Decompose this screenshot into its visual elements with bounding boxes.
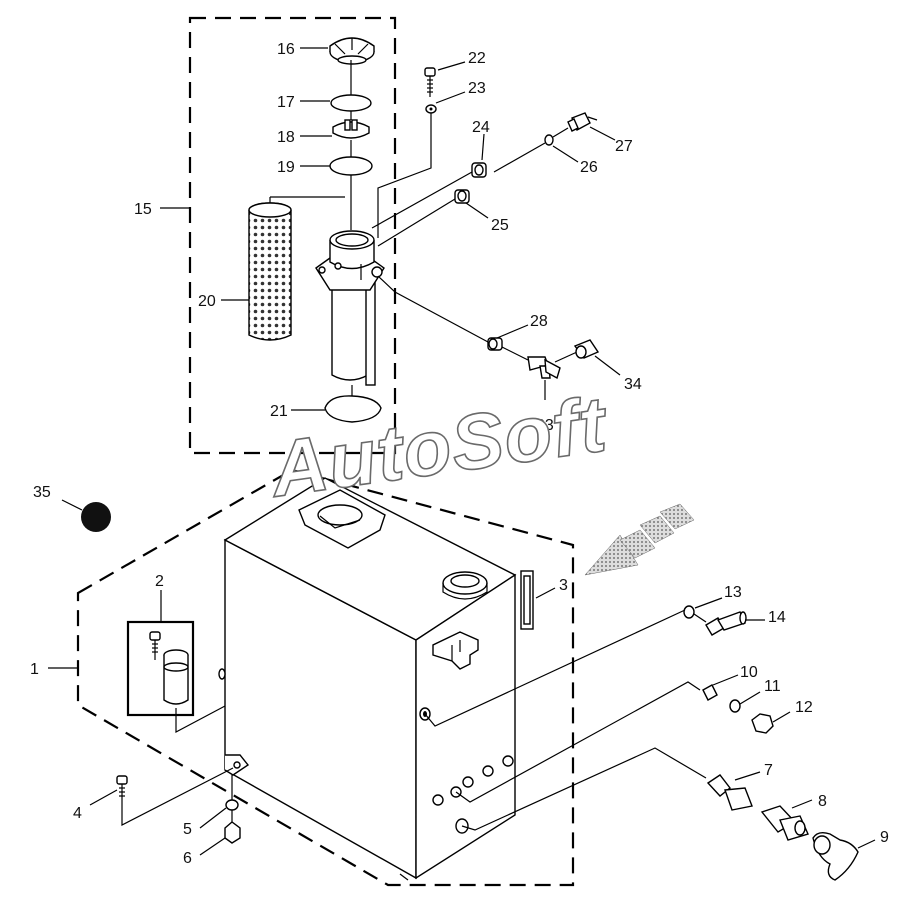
filter-element-part <box>248 196 345 341</box>
mount-nut-part <box>224 821 241 844</box>
callout-23: 23 <box>468 80 486 97</box>
callout-12: 12 <box>795 699 813 716</box>
view-direction-arrow <box>584 503 695 576</box>
drain-valve-part <box>760 805 809 841</box>
callout-22: 22 <box>468 50 486 67</box>
mount-washer-part <box>225 799 239 811</box>
filter-gasket-part <box>324 395 382 423</box>
mount-bolt-part <box>116 775 128 802</box>
callout-20: 20 <box>198 293 216 310</box>
callout-8: 8 <box>818 793 827 810</box>
callout-17: 17 <box>277 94 295 111</box>
callout-25: 25 <box>491 217 509 234</box>
seal-washer-part <box>729 699 741 713</box>
filter-assembly-group <box>160 16 397 455</box>
o-ring-side-part <box>683 605 695 619</box>
hydraulic-tank-part <box>76 468 575 887</box>
callout-26: 26 <box>580 159 598 176</box>
callout-28: 28 <box>530 313 548 330</box>
callout-2: 2 <box>155 573 164 590</box>
callout-15: 15 <box>134 201 152 218</box>
watermark: AutoSoft <box>264 379 614 514</box>
bleed-fitting-part <box>702 684 718 701</box>
plug-middle-part <box>454 189 470 204</box>
callout-7: 7 <box>764 762 773 779</box>
bolt-upper-part <box>424 67 436 97</box>
drain-cap-part <box>812 831 859 881</box>
plug-upper-part <box>471 162 487 178</box>
callout-3: 3 <box>559 577 568 594</box>
callout-27: 27 <box>615 138 633 155</box>
callout-6: 6 <box>183 850 192 867</box>
callout-24: 24 <box>472 119 490 136</box>
washer-sensor-part <box>544 134 554 146</box>
callout-19: 19 <box>277 159 295 176</box>
drain-adapter-part <box>706 774 753 811</box>
callout-1: 1 <box>30 661 39 678</box>
strainer-part <box>332 119 370 139</box>
adapter-end-part <box>573 339 600 359</box>
callout-labels: 1 2 3 4 5 6 7 8 9 10 11 12 13 14 15 16 1… <box>30 41 889 867</box>
tee-fitting-part <box>527 356 561 380</box>
filler-cap-part <box>329 37 375 65</box>
callout-11: 11 <box>764 678 781 695</box>
adapter-fitting-part <box>487 337 503 351</box>
hose-nipple-part <box>705 611 747 636</box>
callout-14: 14 <box>768 609 786 626</box>
cap-nut-part <box>751 713 774 734</box>
callout-35: 35 <box>33 484 51 501</box>
callout-16: 16 <box>277 41 295 58</box>
callout-18: 18 <box>277 129 295 146</box>
callout-33: 33 <box>536 417 554 434</box>
o-ring-upper-part <box>330 94 372 112</box>
callout-9: 9 <box>880 829 889 846</box>
callout-34: 34 <box>624 376 642 393</box>
o-ring-lower-part <box>329 156 373 176</box>
pressure-sensor-part <box>567 112 598 132</box>
callout-10: 10 <box>740 664 758 681</box>
callout-5: 5 <box>183 821 192 838</box>
upper-fittings-group <box>371 67 600 380</box>
filter-housing-part <box>315 230 385 386</box>
callout-4: 4 <box>73 805 82 822</box>
paint-mark-part <box>81 502 111 532</box>
callout-21: 21 <box>270 403 288 420</box>
callout-13: 13 <box>724 584 742 601</box>
breather-part <box>149 631 189 705</box>
right-fittings-group <box>424 605 859 881</box>
